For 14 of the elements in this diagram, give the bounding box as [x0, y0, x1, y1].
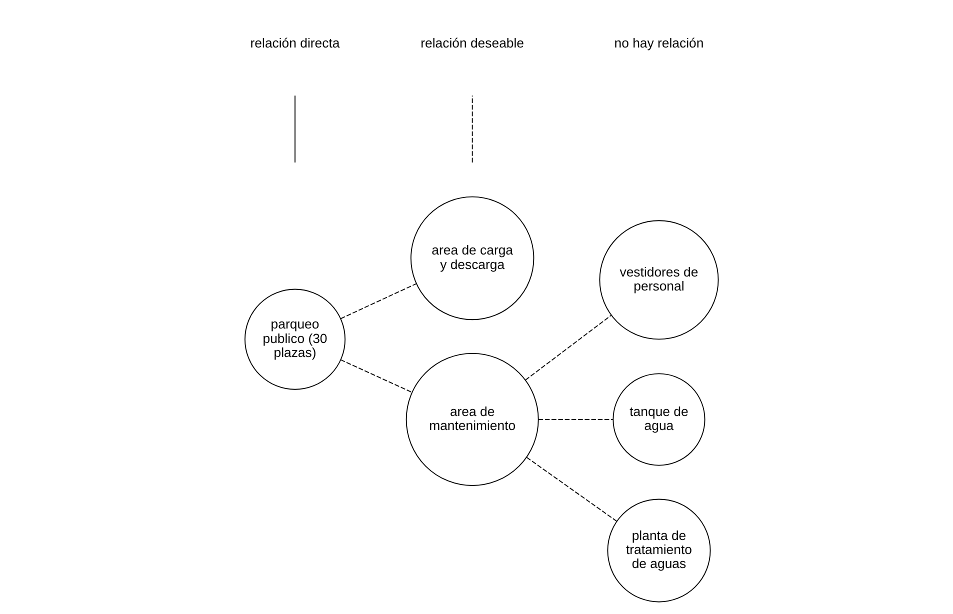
connector — [537, 419, 613, 420]
node-circle: planta de tratamiento de aguas — [606, 498, 710, 602]
connector — [340, 359, 412, 393]
node-circle: area de mantenimiento — [405, 352, 538, 486]
legend-label: relación directa — [250, 36, 340, 51]
connector — [524, 314, 611, 381]
legend-label: relación deseable — [420, 36, 524, 51]
connector — [526, 456, 617, 522]
node-circle: tanque de agua — [612, 373, 705, 466]
legend-label: no hay relación — [614, 36, 704, 51]
node-circle: vestidores de personal — [598, 220, 718, 340]
node-circle: area de carga y descarga — [410, 196, 534, 320]
connector — [340, 283, 416, 320]
node-circle: parqueo publico (30 plazas) — [244, 288, 346, 390]
